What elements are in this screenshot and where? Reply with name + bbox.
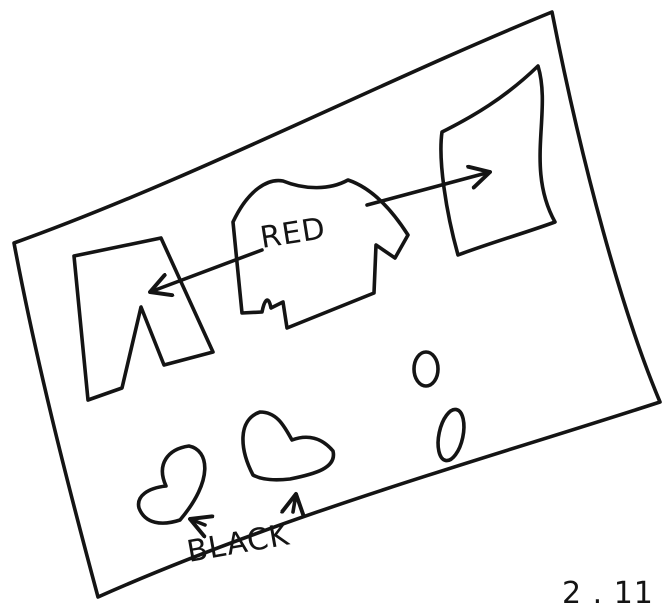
arrow-to-heart-right (293, 494, 296, 512)
heart-piece-left (139, 446, 205, 523)
oval-piece-lower (434, 407, 468, 463)
arrow-to-leaf (367, 172, 490, 205)
leaf-piece (441, 66, 555, 255)
trouser-piece (74, 238, 213, 400)
heart-piece-right (243, 412, 334, 480)
corner-fragment: 2 . 11 (562, 576, 654, 603)
arrow-to-heart-left (190, 519, 205, 525)
arrow-to-trouser (150, 250, 262, 292)
top-label: RED (258, 211, 329, 256)
oval-piece-upper (414, 352, 438, 386)
card-border (14, 12, 660, 597)
bottom-label: BLACK (184, 517, 292, 570)
